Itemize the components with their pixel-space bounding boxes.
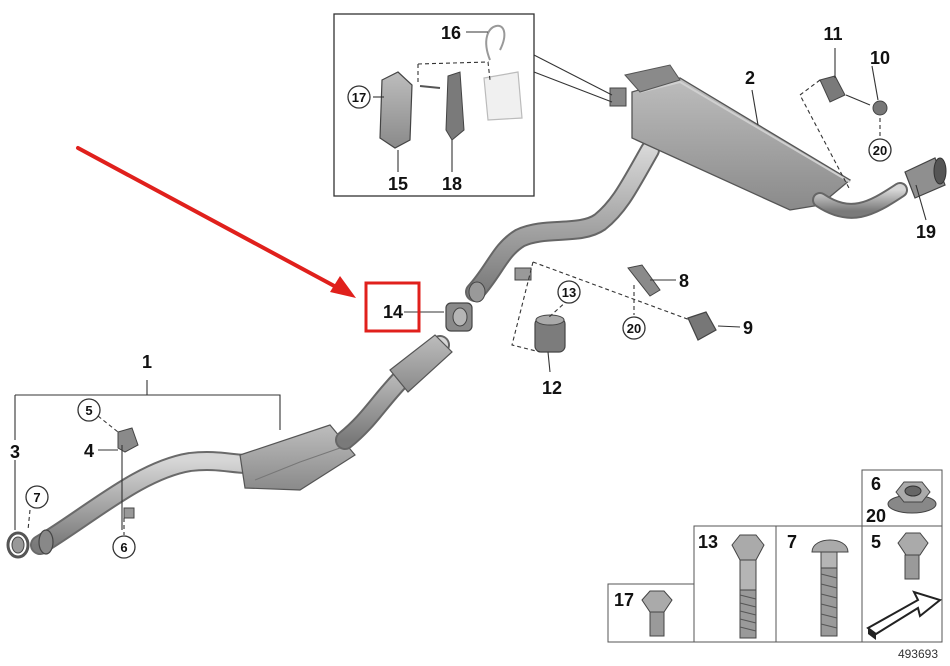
callout-1: 1 xyxy=(142,352,152,372)
actuator-15 xyxy=(379,71,413,149)
callout-20-lower: 20 xyxy=(627,321,641,336)
highlight-box xyxy=(364,281,421,333)
rear-muffler xyxy=(609,64,908,219)
hex-bolt-17-icon xyxy=(641,590,673,637)
exhaust-flap-valve xyxy=(609,87,627,107)
rear-pipe xyxy=(465,140,660,303)
legend-13: 13 xyxy=(698,532,718,552)
callout-2: 2 xyxy=(745,68,755,88)
callout-13: 13 xyxy=(562,285,576,300)
callout-9: 9 xyxy=(743,318,753,338)
hex-bolt-5-icon xyxy=(897,532,929,580)
red-pointer-arrow xyxy=(76,146,356,298)
carriage-bolt-7-icon xyxy=(811,539,849,637)
callout-20-upper: 20 xyxy=(873,143,887,158)
rubber-mount-9 xyxy=(687,311,717,341)
pipe-flange xyxy=(38,529,54,555)
callout-19: 19 xyxy=(916,222,936,242)
callout-17: 17 xyxy=(352,90,366,105)
callout-3: 3 xyxy=(10,442,20,462)
legend-6: 6 xyxy=(871,474,881,494)
legend-20: 20 xyxy=(866,506,886,526)
cable-support xyxy=(483,71,523,121)
part-14-clamp xyxy=(445,302,473,332)
wire-clip-16 xyxy=(485,24,506,61)
callout-circles xyxy=(25,85,892,559)
hex-bolt-13-icon xyxy=(731,534,765,639)
rubber-mount-12 xyxy=(534,314,566,353)
callout-6: 6 xyxy=(120,540,127,555)
hanger-bracket-4 xyxy=(117,427,139,519)
tailpipe xyxy=(904,157,947,199)
nut-10 xyxy=(872,100,888,116)
bracket-11 xyxy=(819,75,846,103)
direction-arrow-icon xyxy=(866,586,943,640)
leader-lines xyxy=(14,31,927,535)
callout-10: 10 xyxy=(870,48,890,68)
callout-8: 8 xyxy=(679,271,689,291)
legend-5: 5 xyxy=(871,532,881,552)
bracket-8 xyxy=(627,264,661,297)
callout-15: 15 xyxy=(388,174,408,194)
callout-14: 14 xyxy=(383,302,403,322)
flange-nut-icon xyxy=(887,481,937,514)
legend-7: 7 xyxy=(787,532,797,552)
legend-17: 17 xyxy=(614,590,634,610)
flex-section xyxy=(389,334,453,393)
callout-4: 4 xyxy=(84,441,94,461)
pipe-clamp xyxy=(6,531,30,559)
small-bracket xyxy=(514,267,532,281)
callout-5: 5 xyxy=(85,403,92,418)
callout-11: 11 xyxy=(823,24,842,44)
front-pipe-assembly xyxy=(30,334,453,555)
fastener-legend: 6 20 13 7 5 17 xyxy=(607,469,943,643)
callout-16: 16 xyxy=(441,23,461,43)
catalytic-converter xyxy=(239,424,356,491)
callout-18: 18 xyxy=(442,174,462,194)
inset-box xyxy=(333,13,613,197)
callout-12: 12 xyxy=(542,378,562,398)
bracket-18 xyxy=(445,71,465,141)
diagram-number: 493693 xyxy=(898,647,938,661)
callout-7: 7 xyxy=(33,490,40,505)
